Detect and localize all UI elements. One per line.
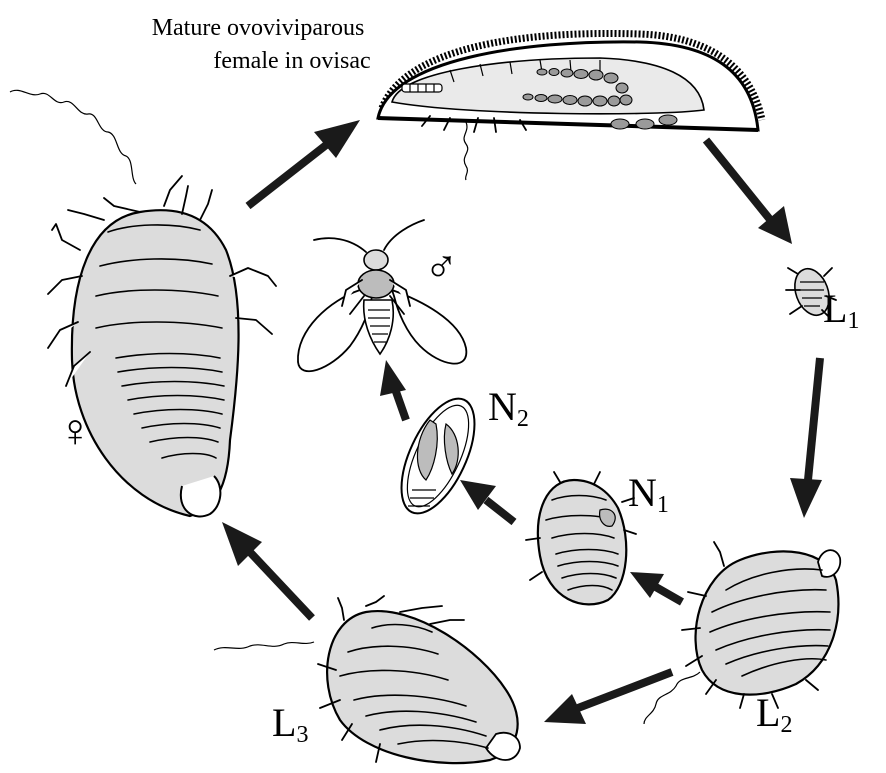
label-n2: N2 <box>488 384 529 432</box>
ovisac-female-illustration <box>378 33 762 180</box>
label-n1: N1 <box>628 470 669 518</box>
label-l3: L3 <box>272 700 308 748</box>
female-symbol: ♀ <box>58 405 93 456</box>
label-l2: L2 <box>756 690 792 738</box>
caption-line-2: female in ovisac <box>213 48 370 74</box>
arrow-ovisac-to-l1 <box>706 140 792 244</box>
arrow-l3-to-female <box>222 522 312 618</box>
l2-stage-illustration <box>644 542 840 724</box>
adult-female-illustration <box>10 90 276 516</box>
caption-line-1: Mature ovoviviparous <box>152 15 365 41</box>
l3-stage-illustration <box>214 596 520 763</box>
arrow-l1-to-l2 <box>790 358 822 518</box>
arrow-female-to-ovisac <box>248 120 360 206</box>
arrow-l2-to-n1 <box>630 572 682 602</box>
arrow-n1-to-n2 <box>460 480 514 522</box>
arrow-l2-to-l3 <box>544 672 672 724</box>
label-l1: L1 <box>823 286 859 334</box>
n1-stage-illustration <box>526 472 636 604</box>
male-symbol: ♂ <box>424 241 459 292</box>
arrow-n2-to-male <box>380 360 406 420</box>
